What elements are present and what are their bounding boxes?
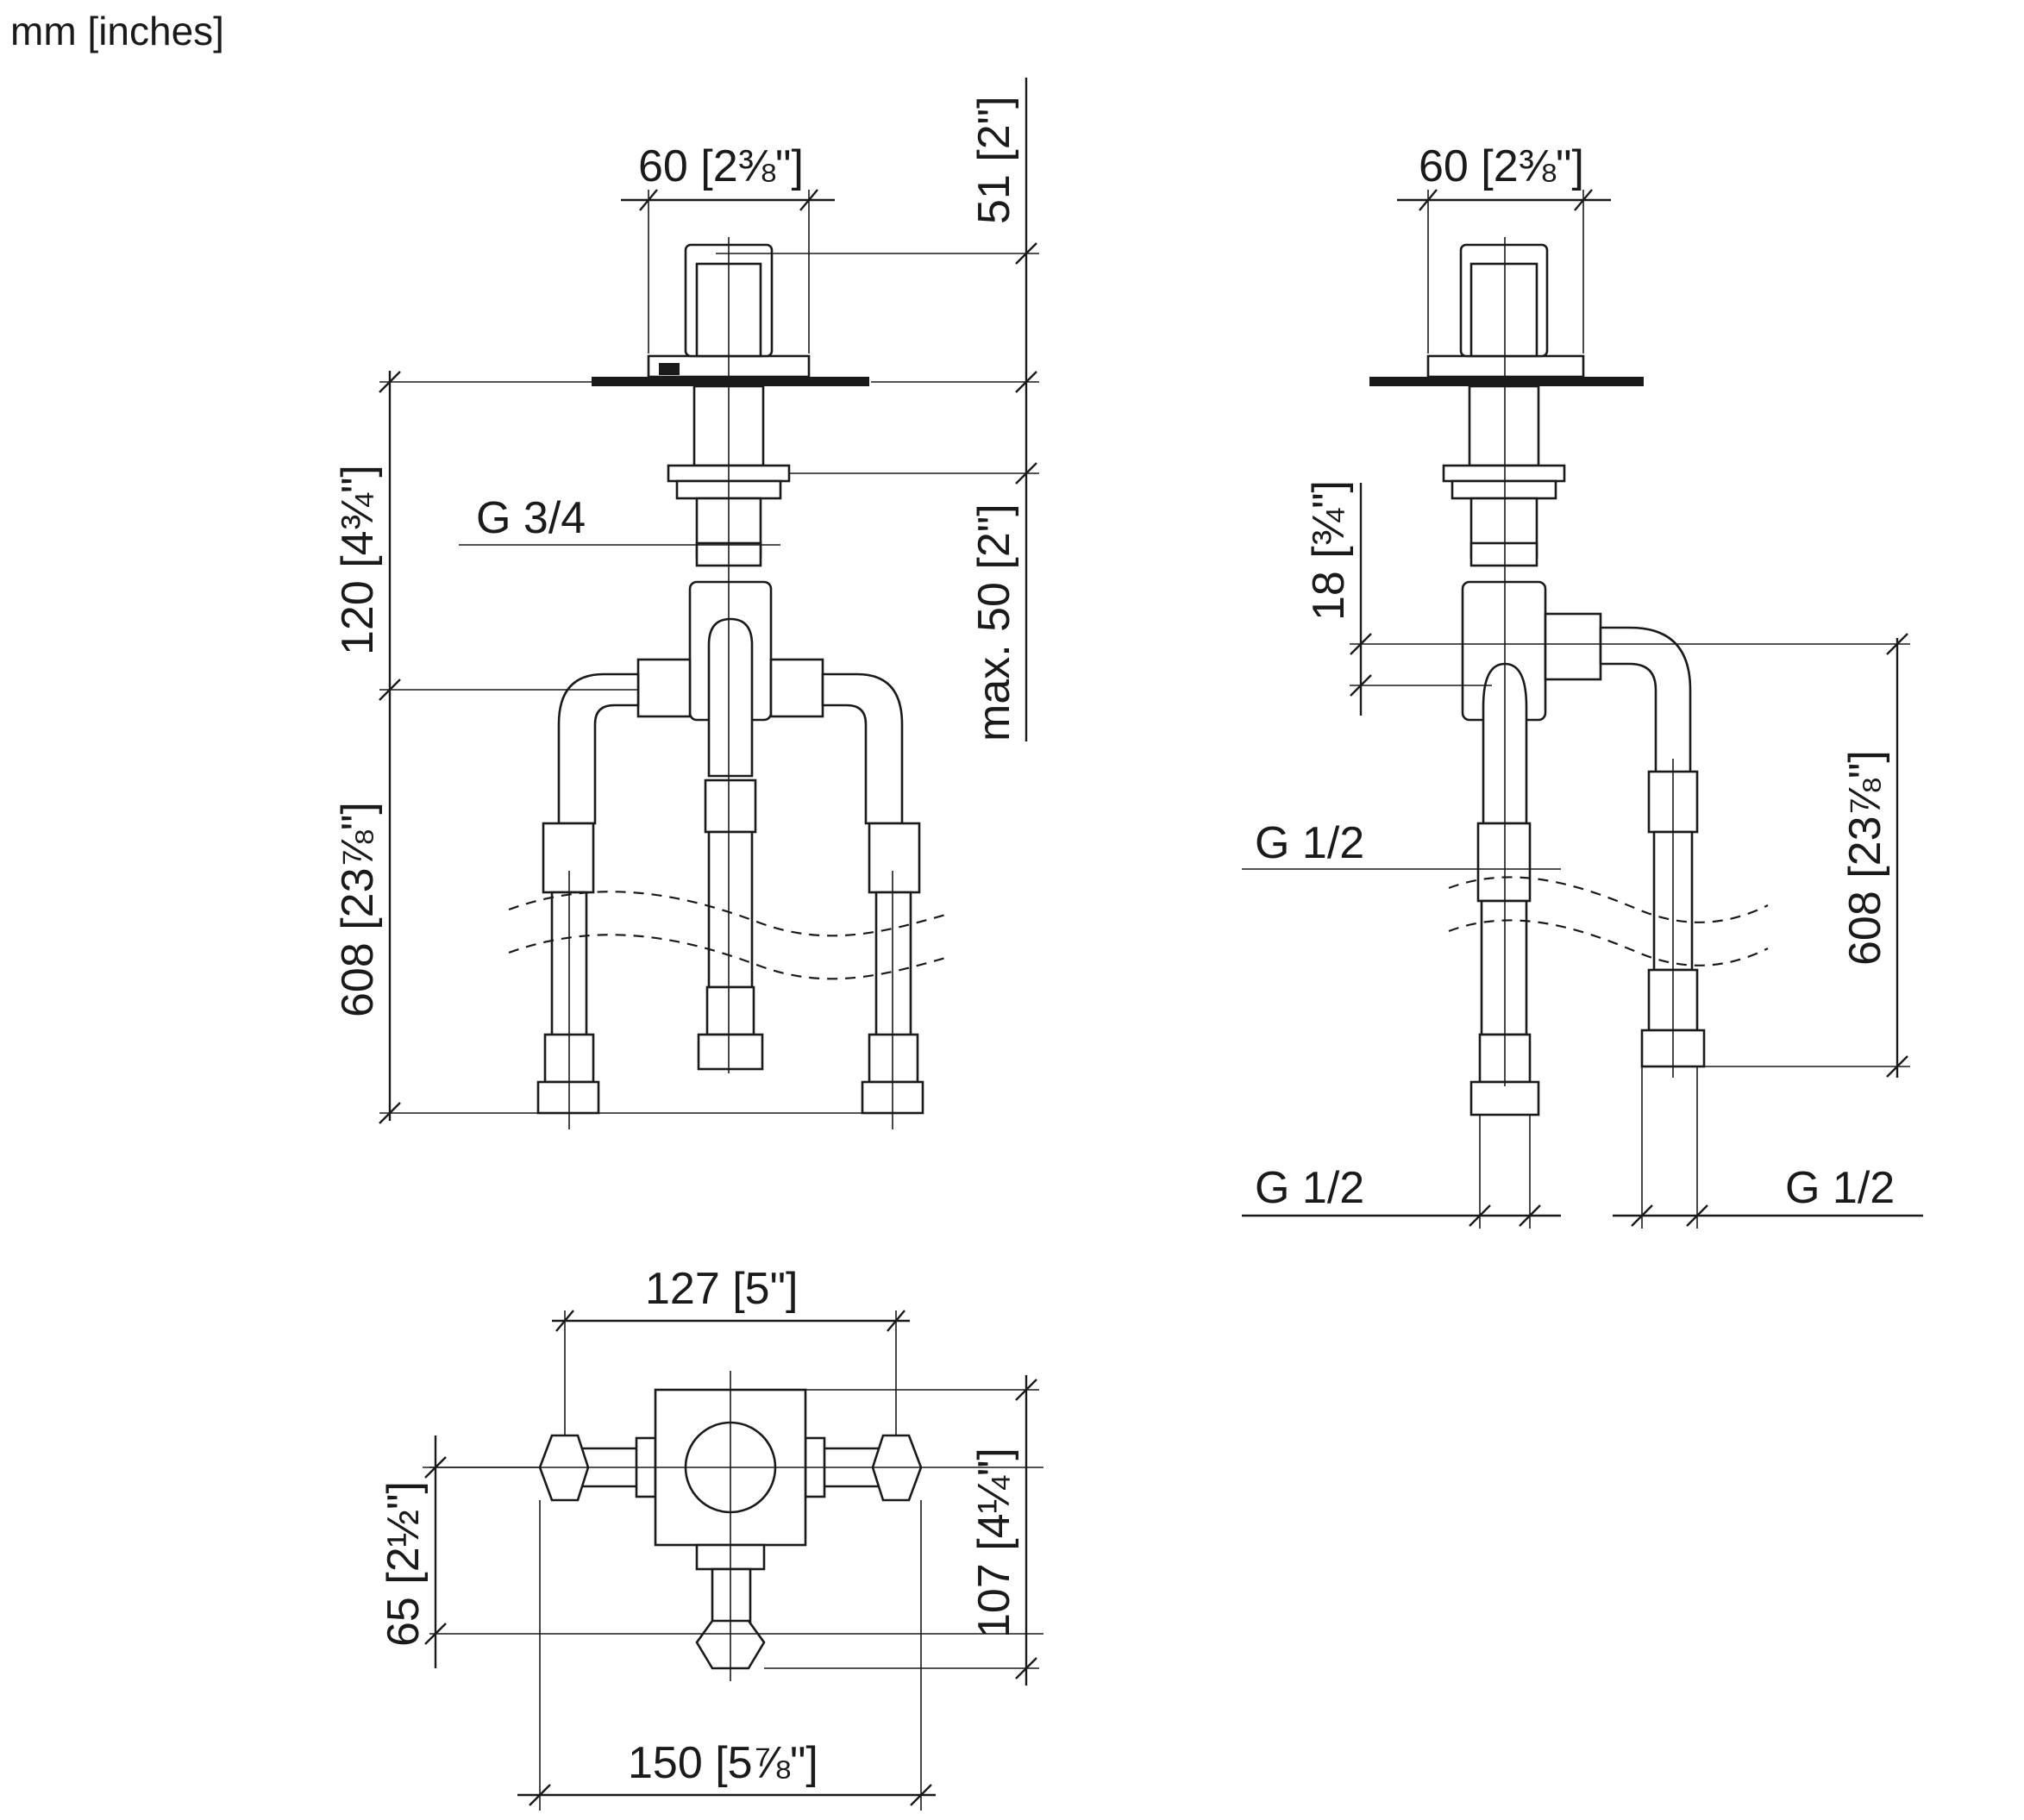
units-label: mm [inches] xyxy=(10,9,224,53)
side-thread-bottom-left: G 1/2 xyxy=(1255,1163,1364,1213)
top-depth-partial: 65 [2½"] xyxy=(379,1481,429,1647)
top-overall-width: 150 [5⅞"] xyxy=(628,1738,818,1788)
top-depth-total: 107 [4¼"] xyxy=(969,1448,1019,1638)
side-offset: 18 [¾"] xyxy=(1304,480,1354,621)
side-thread-mid: G 1/2 xyxy=(1255,818,1364,868)
front-max-depth: max. 50 [2"] xyxy=(969,503,1019,741)
front-body-height: 120 [4¾"] xyxy=(333,465,383,655)
front-view: 60 [2⅜"] 51 [2"] max. 50 [2"] G 3/4 120 … xyxy=(333,78,1039,1129)
front-handle-height: 51 [2"] xyxy=(969,96,1019,224)
side-view: 60 [2⅜"] 18 [¾"] G 1/2 608 [23⅞"] G 1/2 … xyxy=(1242,141,1923,1229)
front-hose-length: 608 [23⅞"] xyxy=(333,802,383,1017)
front-width-top: 60 [2⅜"] xyxy=(638,141,804,191)
side-hose-length: 608 [23⅞"] xyxy=(1840,750,1890,966)
side-width-top: 60 [2⅜"] xyxy=(1419,141,1584,191)
top-view: 127 [5"] 150 [5⅞"] 107 [4¼"] 65 [2½"] xyxy=(379,1264,1043,1811)
front-thread-top: G 3/4 xyxy=(476,493,586,543)
top-center-distance: 127 [5"] xyxy=(645,1264,798,1314)
side-thread-bottom-right: G 1/2 xyxy=(1785,1163,1895,1213)
